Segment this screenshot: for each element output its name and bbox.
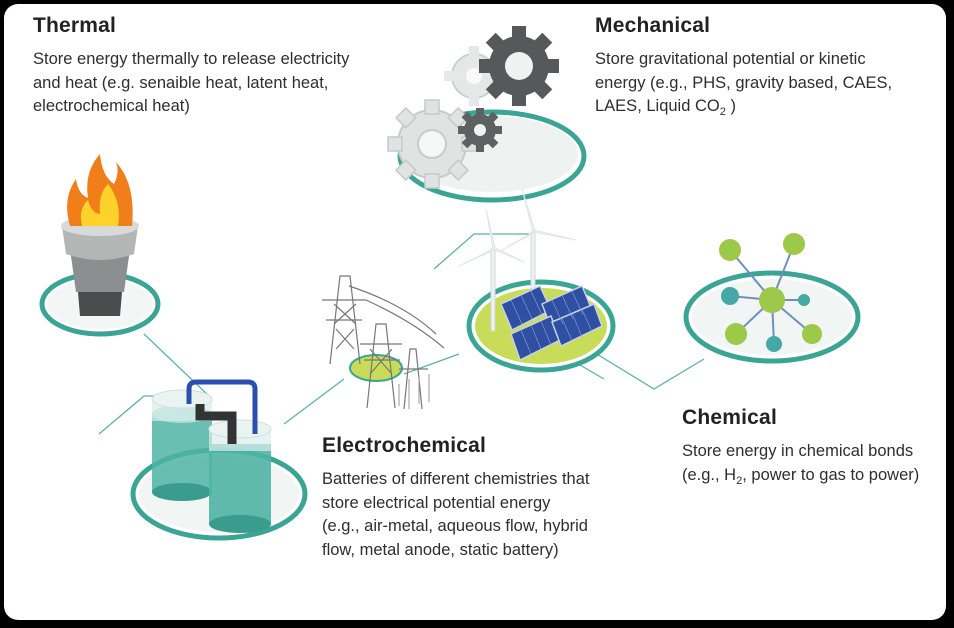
chemical-block: Chemical Store energy in chemical bonds … (682, 406, 922, 487)
battery-tanks-icon (130, 379, 308, 541)
flame-icon (39, 154, 161, 337)
gears-icon (387, 26, 587, 203)
mechanical-block: Mechanical Store gravitational potential… (595, 14, 915, 119)
chemical-description: Store energy in chemical bonds (e.g., H2… (682, 442, 920, 487)
thermal-description: Store energy thermally to release electr… (33, 50, 350, 115)
renewables-group (458, 188, 616, 373)
thermal-block: Thermal Store energy thermally to releas… (33, 14, 353, 119)
solar-panel-icon (500, 284, 603, 362)
chemical-title: Chemical (682, 406, 777, 429)
electrochemical-title: Electrochemical (322, 434, 487, 457)
mechanical-description: Store gravitational potential or kinetic… (595, 50, 893, 118)
electrochemical-block: Electrochemical Batteries of different c… (322, 434, 592, 562)
illustration (39, 26, 861, 541)
diagram-canvas: Thermal Store energy thermally to releas… (4, 4, 946, 620)
molecule-icon (683, 233, 861, 364)
electrochemical-description: Batteries of different chemistries that … (322, 470, 590, 559)
wind-turbine-icon (458, 188, 577, 332)
transmission-tower-icon (322, 275, 445, 410)
thermal-title: Thermal (33, 14, 117, 37)
mechanical-title: Mechanical (595, 14, 711, 37)
